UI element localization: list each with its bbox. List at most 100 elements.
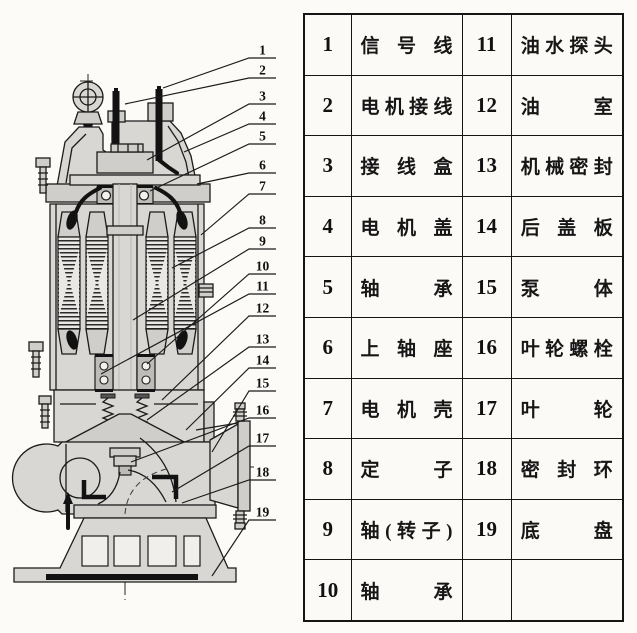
part-name-text: 油水探头	[520, 36, 613, 58]
junction-box	[96, 143, 154, 174]
leader-line	[149, 143, 276, 192]
winding-column	[85, 211, 109, 355]
part-number-cell: 13	[461, 135, 512, 197]
part-number-cell: 6	[303, 316, 352, 379]
leader-line	[124, 77, 276, 105]
signal-cable	[155, 86, 179, 175]
part-name-cell: 信号线	[350, 13, 463, 76]
part-name-cell: 底盘	[510, 498, 624, 561]
part-name-cell: 电机接线	[350, 74, 463, 137]
part-number-cell: 3	[303, 135, 352, 197]
part-name-cell: 机械密封	[510, 135, 624, 197]
part-name-text: 油室	[520, 96, 613, 118]
callout-number: 2	[259, 63, 266, 78]
part-name-cell: 轴承	[350, 256, 463, 318]
part-number-cell	[461, 559, 512, 622]
part-number-cell: 9	[303, 498, 352, 561]
table-row: 4 电机盖 14 后盖板	[303, 195, 624, 258]
leader-line	[146, 273, 276, 365]
callout-number: 4	[259, 109, 266, 124]
leader-line	[100, 293, 276, 375]
part-name-text: 轴(转子)	[360, 521, 453, 543]
callout-number: 6	[259, 158, 266, 173]
callout-number: 18	[256, 465, 270, 480]
part-number-cell: 14	[461, 195, 512, 258]
part-name-cell: 轴承	[350, 559, 463, 622]
part-number-cell: 18	[461, 438, 512, 500]
callout-number: 12	[256, 301, 270, 316]
part-name-cell: 叶轮	[510, 377, 624, 440]
part-name-cell	[510, 559, 624, 622]
impeller	[97, 437, 177, 515]
table-row: 3 接线盒 13 机械密封	[303, 135, 624, 197]
part-name-cell: 电机壳	[350, 377, 463, 440]
part-name-text: 接线盒	[360, 157, 453, 179]
part-name-text: 后盖板	[520, 218, 613, 240]
part-name-cell: 上轴座	[350, 316, 463, 379]
part-number-cell: 1	[303, 13, 352, 76]
leader-line	[171, 445, 276, 493]
part-name-text: 密封环	[520, 460, 613, 482]
part-number-cell: 4	[303, 195, 352, 258]
housing-bolt	[28, 341, 44, 378]
housing-bolt	[38, 395, 52, 429]
leader-line	[161, 315, 276, 401]
seal-ring	[81, 474, 179, 500]
leader-line	[211, 519, 276, 577]
callout-number: 13	[256, 332, 270, 347]
callout-number: 19	[256, 505, 270, 520]
part-name-cell: 电机盖	[350, 195, 463, 258]
part-name-cell: 密封环	[510, 438, 624, 500]
part-name-text: 电机壳	[360, 399, 453, 421]
part-name-cell: 轴(转子)	[350, 498, 463, 561]
discharge-flange	[237, 420, 251, 512]
callout-number: 9	[259, 234, 266, 249]
part-name-cell: 叶轮螺栓	[510, 316, 624, 379]
part-name-text: 叶轮	[520, 399, 613, 421]
part-name-cell: 油水探头	[510, 13, 624, 76]
part-name-text: 叶轮螺栓	[520, 339, 613, 361]
part-name-text: 泵体	[520, 278, 613, 300]
part-number-cell: 17	[461, 377, 512, 440]
part-name-text: 轴承	[360, 581, 453, 603]
base-stand	[13, 492, 237, 583]
part-number-cell: 10	[303, 559, 352, 622]
leader-line	[183, 123, 276, 153]
part-name-text: 机械密封	[520, 157, 613, 179]
leader-line	[181, 479, 276, 504]
part-name-cell: 定子	[350, 438, 463, 500]
winding-column	[145, 211, 169, 355]
stator-windings	[57, 186, 197, 355]
part-number-cell: 8	[303, 438, 352, 500]
callout-number: 11	[256, 279, 269, 294]
callout-number: 15	[256, 376, 270, 391]
leader-line	[132, 248, 276, 321]
part-name-cell: 泵体	[510, 256, 624, 318]
callout-number: 10	[256, 259, 270, 274]
part-number-cell: 15	[461, 256, 512, 318]
winding-column	[57, 211, 81, 355]
callout-number: 7	[259, 179, 266, 194]
part-name-text: 上轴座	[360, 339, 453, 361]
leader-line	[211, 390, 276, 453]
part-number-cell: 2	[303, 74, 352, 137]
leader-line	[130, 417, 276, 463]
part-number-cell: 12	[461, 74, 512, 137]
leader-line	[162, 57, 276, 89]
part-number-cell: 5	[303, 256, 352, 318]
leader-line	[196, 172, 276, 185]
motor-cable	[112, 88, 120, 153]
leader-line	[146, 103, 276, 161]
callout-number: 1	[259, 43, 266, 58]
part-name-text: 电机盖	[360, 218, 453, 240]
callout-number: 17	[256, 431, 270, 446]
leader-line	[200, 193, 276, 236]
